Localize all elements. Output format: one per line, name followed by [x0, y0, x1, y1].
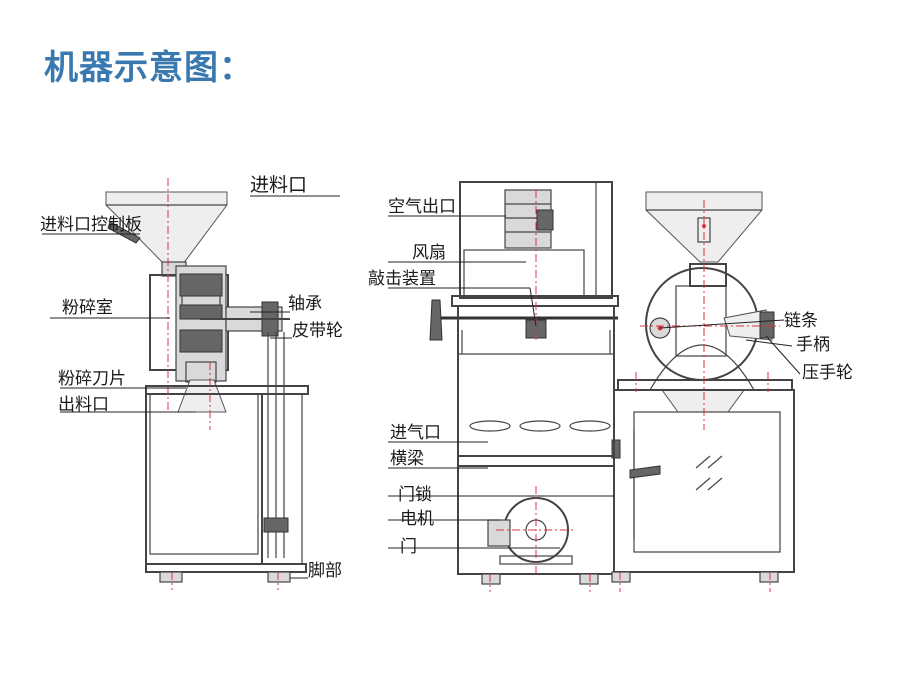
right-machine: [611, 191, 795, 592]
label-door: 门: [400, 537, 417, 557]
right-door: [633, 411, 781, 553]
label-bearing: 轴承: [288, 294, 322, 314]
crossbeam: [457, 455, 615, 467]
discharge-outlet: [177, 379, 227, 413]
leader-lines: [42, 195, 801, 579]
labels: 进料口 进料口控制板 粉碎室 轴承 皮带轮 粉碎刀片 出料口 脚部 空气出口 风…: [40, 174, 853, 581]
label-crushing-blade: 粉碎刀片: [58, 369, 126, 389]
right-foot-2: [759, 571, 779, 583]
left-base: [145, 563, 307, 573]
label-crossbeam: 横梁: [390, 449, 424, 469]
middle-machine: [429, 181, 621, 592]
door-lock: [611, 439, 621, 459]
label-crushing-chamber: 粉碎室: [62, 298, 113, 318]
page-title: 机器示意图：: [44, 48, 254, 88]
left-foot-2: [267, 571, 291, 583]
label-belt-pulley: 皮带轮: [292, 321, 343, 341]
left-foot-1: [159, 571, 183, 583]
label-door-lock: 门锁: [398, 485, 432, 505]
left-machine: [105, 178, 309, 590]
label-air-inlet: 进气口: [390, 423, 441, 443]
label-air-outlet: 空气出口: [388, 197, 456, 217]
right-foot-1: [611, 571, 631, 583]
label-chain: 链条: [784, 311, 818, 331]
label-pressure-handwheel: 压手轮: [802, 363, 853, 383]
label-feed-inlet: 进料口: [250, 174, 307, 196]
label-motor: 电机: [400, 509, 434, 529]
middle-foot-2: [579, 573, 599, 585]
middle-foot-1: [481, 573, 501, 585]
left-cabinet: [145, 393, 263, 565]
right-cabinet: [613, 389, 795, 573]
label-handle: 手柄: [796, 335, 830, 355]
middle-cabinet: [457, 305, 615, 575]
feed-control-plate: [107, 221, 141, 244]
label-feed-control-plate: 进料口控制板: [40, 215, 142, 235]
label-foot: 脚部: [308, 561, 342, 581]
pressure-handwheel: [759, 311, 775, 339]
label-knocking-device: 敲击装置: [368, 269, 436, 289]
label-discharge-outlet: 出料口: [58, 395, 109, 415]
label-fan: 风扇: [412, 243, 446, 263]
handle-wheel: [429, 299, 443, 341]
